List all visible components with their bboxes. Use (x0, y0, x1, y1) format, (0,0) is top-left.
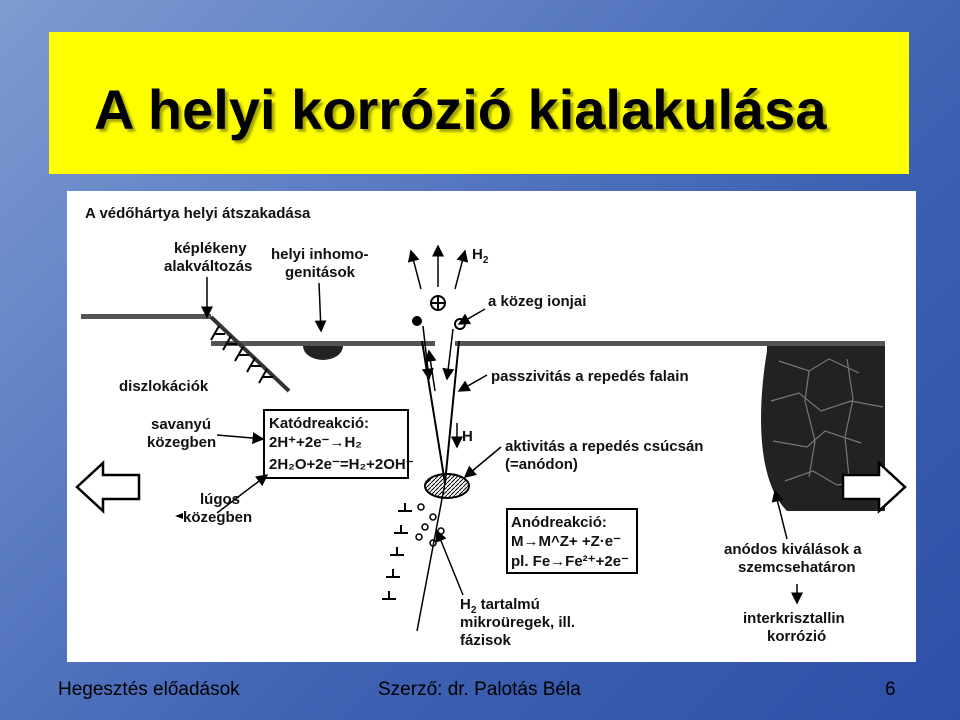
title-banner: A helyi korrózió kialakulása (49, 32, 909, 174)
label-kozeg-ionjai: a közeg ionjai (488, 293, 586, 310)
label-passzivitas: passzivitás a repedés falain (491, 368, 689, 385)
footer-course: Hegesztés előadások (58, 679, 240, 700)
label-fazisok: fázisok (460, 632, 512, 649)
tension-arrow-right (841, 460, 907, 514)
slide-title: A helyi korrózió kialakulása (94, 78, 827, 141)
dislocation-ticks (210, 325, 273, 384)
small-arrowhead (175, 513, 183, 519)
surface-film-mid (211, 341, 435, 346)
katod-title: Katódreakció: (269, 415, 369, 432)
label-interkriszt-1: interkrisztallin (743, 610, 845, 627)
label-diszlokaciok: diszlokációk (119, 378, 209, 395)
label-aktivitas-2: (=anódon) (505, 456, 578, 473)
label-keplekeny-1: képlékeny (174, 240, 247, 257)
surface-film-right (455, 341, 885, 346)
label-aktivitas-1: aktivitás a repedés csúcsán (505, 438, 703, 455)
corrosion-diagram: A védőhártya helyi átszakadása (67, 191, 916, 662)
surface-film-left (81, 314, 211, 319)
anod-title: Anódreakció: (511, 514, 607, 531)
pointer-arrows (201, 277, 788, 596)
katod-line1: 2H⁺+2e⁻→H₂ (269, 434, 362, 451)
crack-ticks (382, 503, 412, 600)
anion-dot (412, 316, 422, 326)
label-h2-tartalmu: H2 tartalmú (460, 596, 540, 616)
label-h2-top: H2 (472, 246, 489, 266)
label-mikrouregek: mikroüregek, ill. (460, 614, 575, 631)
tension-arrow-left (75, 460, 141, 514)
label-anodos-1: anódos kiválások a (724, 541, 862, 558)
label-h-crack: H (462, 428, 473, 445)
crack-tip-anode (424, 473, 470, 499)
label-inhomo-1: helyi inhomo- (271, 246, 369, 263)
label-anodos-2: szemcsehatáron (738, 559, 856, 576)
label-keplekeny-2: alakváltozás (164, 258, 252, 275)
footer-author: Szerző: dr. Palotás Béla (378, 679, 581, 700)
anod-box (506, 508, 638, 574)
label-savanyu-1: savanyú (151, 416, 211, 433)
katod-line2: 2H₂O+2e⁻=H₂+2OH⁻ (269, 456, 414, 473)
crack-extension (416, 482, 446, 632)
katod-box (263, 409, 409, 479)
label-interkriszt-2: korrózió (767, 628, 826, 645)
label-lugos-2: közegben (183, 509, 252, 526)
label-inhomo-2: genitások (285, 264, 356, 281)
plus-ion-icon (430, 295, 446, 311)
anod-line2: pl. Fe→Fe²⁺+2e⁻ (511, 553, 629, 570)
diagram-svg: A védőhártya helyi átszakadása (75, 205, 907, 649)
diagram-heading: A védőhártya helyi átszakadása (85, 205, 311, 222)
label-savanyu-2: közegben (147, 434, 216, 451)
page-number: 6 (885, 679, 896, 700)
ion-flow-arrows (407, 244, 469, 392)
pit (303, 346, 343, 360)
anod-line1: M→M^Z+ +Z·e⁻ (511, 533, 621, 550)
slip-step (209, 315, 291, 393)
